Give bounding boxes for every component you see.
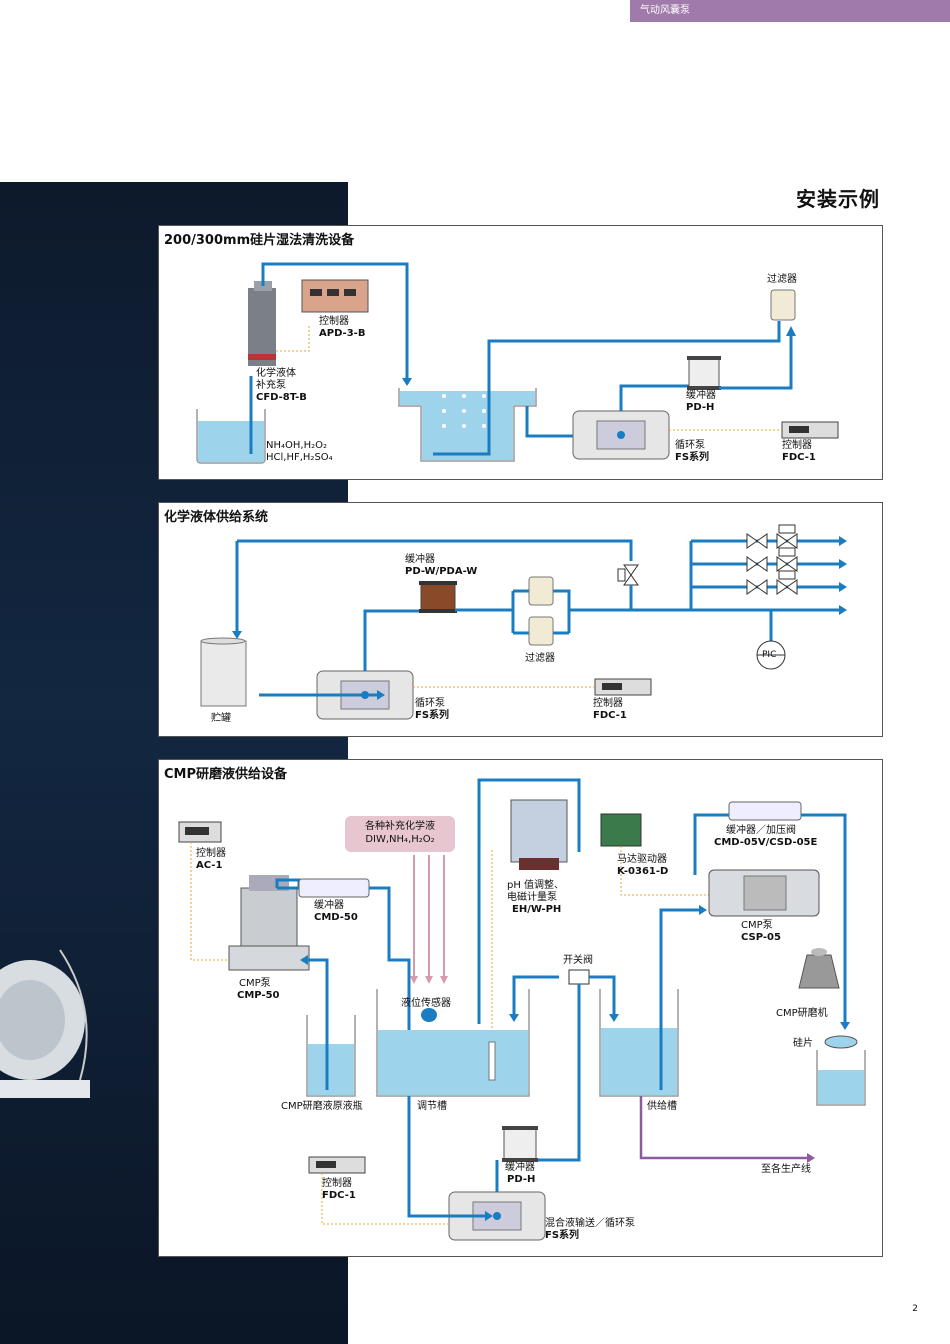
filter-label: 过滤器	[525, 653, 555, 664]
diagram-chemical-supply	[200, 524, 847, 720]
ac1-label: 控制器	[196, 848, 226, 859]
damper-model: PD-H	[686, 402, 715, 413]
diagram-cmp-supply	[178, 778, 866, 1241]
panel-wet-cleaning: 200/300mm硅片湿法清洗设备	[158, 225, 883, 480]
diagram-wet-cleaning	[196, 262, 839, 464]
fdc-model: FDC-1	[782, 452, 816, 463]
panel-title: 化学液体供给系统	[164, 510, 269, 525]
fdc-label: 控制器	[322, 1178, 352, 1189]
panel-title: CMP研磨液供给设备	[164, 767, 288, 782]
wafer-label: 硅片	[793, 1038, 813, 1049]
raw-bottle-label: CMP研磨液原液瓶	[281, 1101, 363, 1112]
chem-box-line2: DIW,NH₄,H₂O₂	[365, 834, 435, 845]
chem-box: 各种补充化学液 DIW,NH₄,H₂O₂	[345, 816, 455, 852]
page-title: 安装示例	[796, 187, 880, 211]
cmd50-model: CMD-50	[314, 912, 358, 923]
cmp-pump-label: CMP泵	[239, 978, 271, 989]
chem-box-line1: 各种补充化学液	[365, 821, 435, 832]
panel-chemical-supply: 化学液体供给系统	[158, 502, 883, 737]
fdc-model: FDC-1	[322, 1190, 356, 1201]
refill-pump-label: 化学液体	[256, 368, 296, 379]
pd-h-model: PD-H	[507, 1174, 536, 1185]
damper-label: 缓冲器	[405, 554, 435, 565]
refill-pump-model: CFD-8T-B	[256, 392, 307, 403]
ac1-model: AC-1	[196, 860, 223, 871]
damper-top-label: 缓冲器／加压阀	[726, 825, 796, 836]
supply-tank-label: 供给槽	[647, 1101, 677, 1112]
fdc-model: FDC-1	[593, 710, 627, 721]
damper-label: 缓冲器	[686, 390, 716, 401]
circ-pump-label: 循环泵	[415, 698, 445, 709]
cmp-pump-model: CMP-50	[237, 990, 280, 1001]
panel-cmp-supply: CMP研磨液供给设备	[158, 759, 883, 1257]
csp-pump-label: CMP泵	[741, 920, 773, 931]
controller-label: 控制器	[319, 316, 349, 327]
circ-pump-model: FS系列	[675, 452, 710, 463]
chemicals-line1: NH₄OH,H₂O₂	[266, 440, 327, 451]
fdc-label: 控制器	[782, 440, 812, 451]
fdc-label: 控制器	[593, 698, 623, 709]
tank-label: 贮罐	[211, 713, 231, 724]
valve-label: 开关阀	[563, 955, 593, 966]
motor-driver-model: K-0361-D	[617, 866, 669, 877]
to-line-label: 至各生产线	[761, 1164, 811, 1175]
mix-pump-model: FS系列	[545, 1230, 580, 1241]
circ-pump-label: 循环泵	[675, 440, 705, 451]
adjust-tank-label: 调节槽	[417, 1101, 447, 1112]
header-category: 气动风囊泵	[630, 0, 950, 22]
circ-pump-model: FS系列	[415, 710, 450, 721]
damper-model: PD-W/PDA-W	[405, 566, 478, 577]
damper-top-model: CMD-05V/CSD-05E	[714, 837, 818, 848]
cmd50-label: 缓冲器	[314, 900, 344, 911]
ph-pump-label: pH 值调整、	[507, 880, 565, 891]
filter-label: 过滤器	[767, 274, 797, 285]
csp-pump-model: CSP-05	[741, 932, 781, 943]
ph-pump-model: EH/W-PH	[512, 904, 562, 915]
pump-photo	[0, 949, 90, 1098]
pd-h-label: 缓冲器	[505, 1162, 535, 1173]
panel-title: 200/300mm硅片湿法清洗设备	[164, 233, 355, 248]
page-number: 2	[912, 1304, 918, 1314]
cmp-machine-label: CMP研磨机	[776, 1008, 828, 1019]
ph-pump-label2: 电磁计量泵	[507, 892, 557, 903]
level-sensor-label: 液位传感器	[401, 998, 451, 1009]
mix-pump-label: 混合液输送／循环泵	[545, 1218, 635, 1229]
chemicals-line2: HCl,HF,H₂SO₄	[266, 452, 333, 463]
pic-label: PIC	[762, 650, 777, 660]
controller-model: APD-3-B	[319, 328, 366, 339]
motor-driver-label: 马达驱动器	[617, 854, 667, 865]
refill-pump-label2: 补充泵	[256, 380, 286, 391]
